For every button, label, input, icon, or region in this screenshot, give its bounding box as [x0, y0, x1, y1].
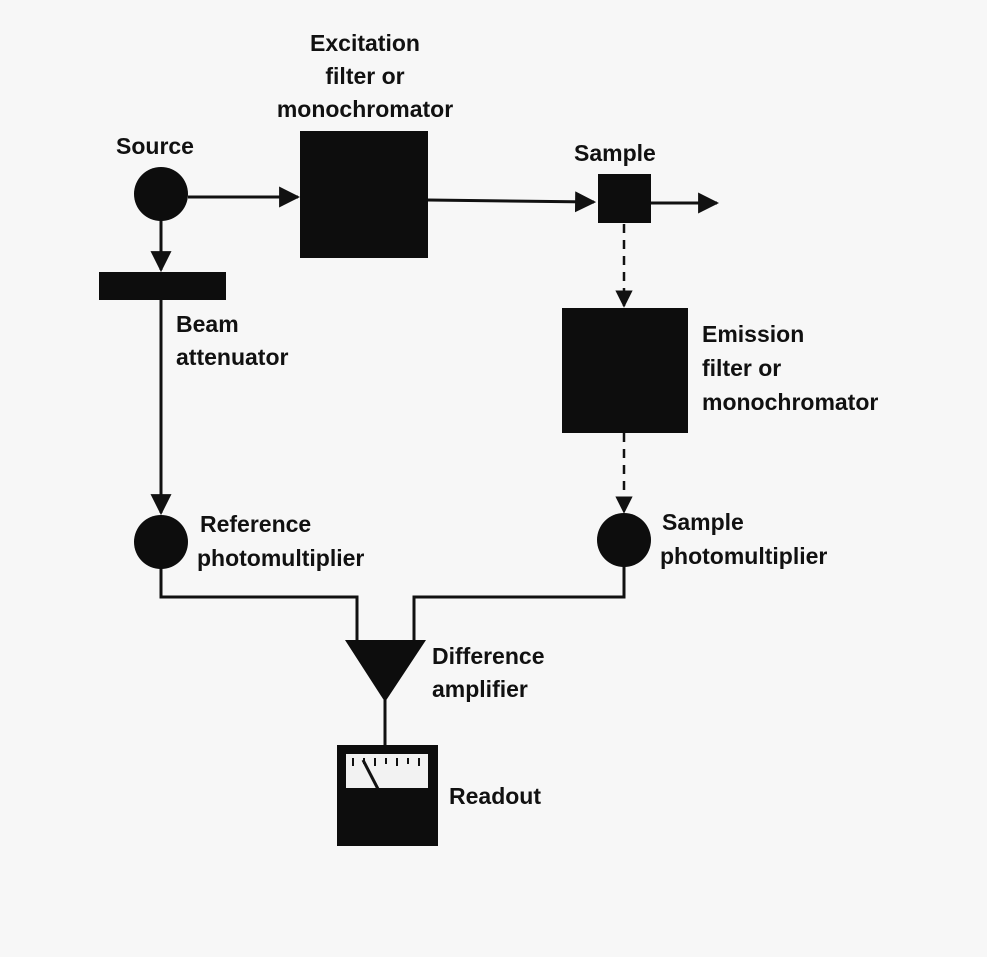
reference-to-amplifier-wire — [159, 567, 359, 642]
emission-label-line-2: filter or — [702, 355, 781, 381]
excitation-to-sample-arrow — [427, 191, 597, 213]
source-label: Source — [116, 133, 194, 159]
excitation-label-line-3: monochromator — [277, 96, 453, 122]
sample-photomultiplier — [597, 513, 651, 567]
sample-pm-to-amplifier-wire — [412, 566, 626, 642]
reference-photomultiplier — [134, 515, 188, 569]
readout-meter — [337, 745, 438, 846]
source-lamp — [134, 167, 188, 221]
emission-label-line-1: Emission — [702, 321, 804, 347]
sample-pm-label-line-2: photomultiplier — [660, 543, 827, 569]
difference-amplifier-label-line-2: amplifier — [432, 676, 528, 702]
emission-label-line-3: monochromator — [702, 389, 878, 415]
difference-amplifier-triangle — [345, 640, 426, 702]
emission-filter-block — [562, 308, 688, 433]
reference-pm-label-line-1: Reference — [200, 511, 311, 537]
meter-needle — [361, 759, 380, 790]
sample-cell — [598, 174, 651, 223]
beam-attenuator-label-line-2: attenuator — [176, 344, 289, 370]
sample-label: Sample — [574, 140, 656, 166]
excitation-label-line-1: Excitation — [310, 30, 420, 56]
difference-amplifier-label-line-1: Difference — [432, 643, 544, 669]
beam-attenuator-label-line-1: Beam — [176, 311, 239, 337]
excitation-filter-block — [300, 131, 428, 258]
sample-pm-label-line-1: Sample — [662, 509, 744, 535]
reference-pm-label-line-2: photomultiplier — [197, 545, 364, 571]
excitation-label-line-2: filter or — [325, 63, 404, 89]
beam-attenuator-bar — [99, 272, 226, 300]
readout-label: Readout — [449, 783, 541, 809]
